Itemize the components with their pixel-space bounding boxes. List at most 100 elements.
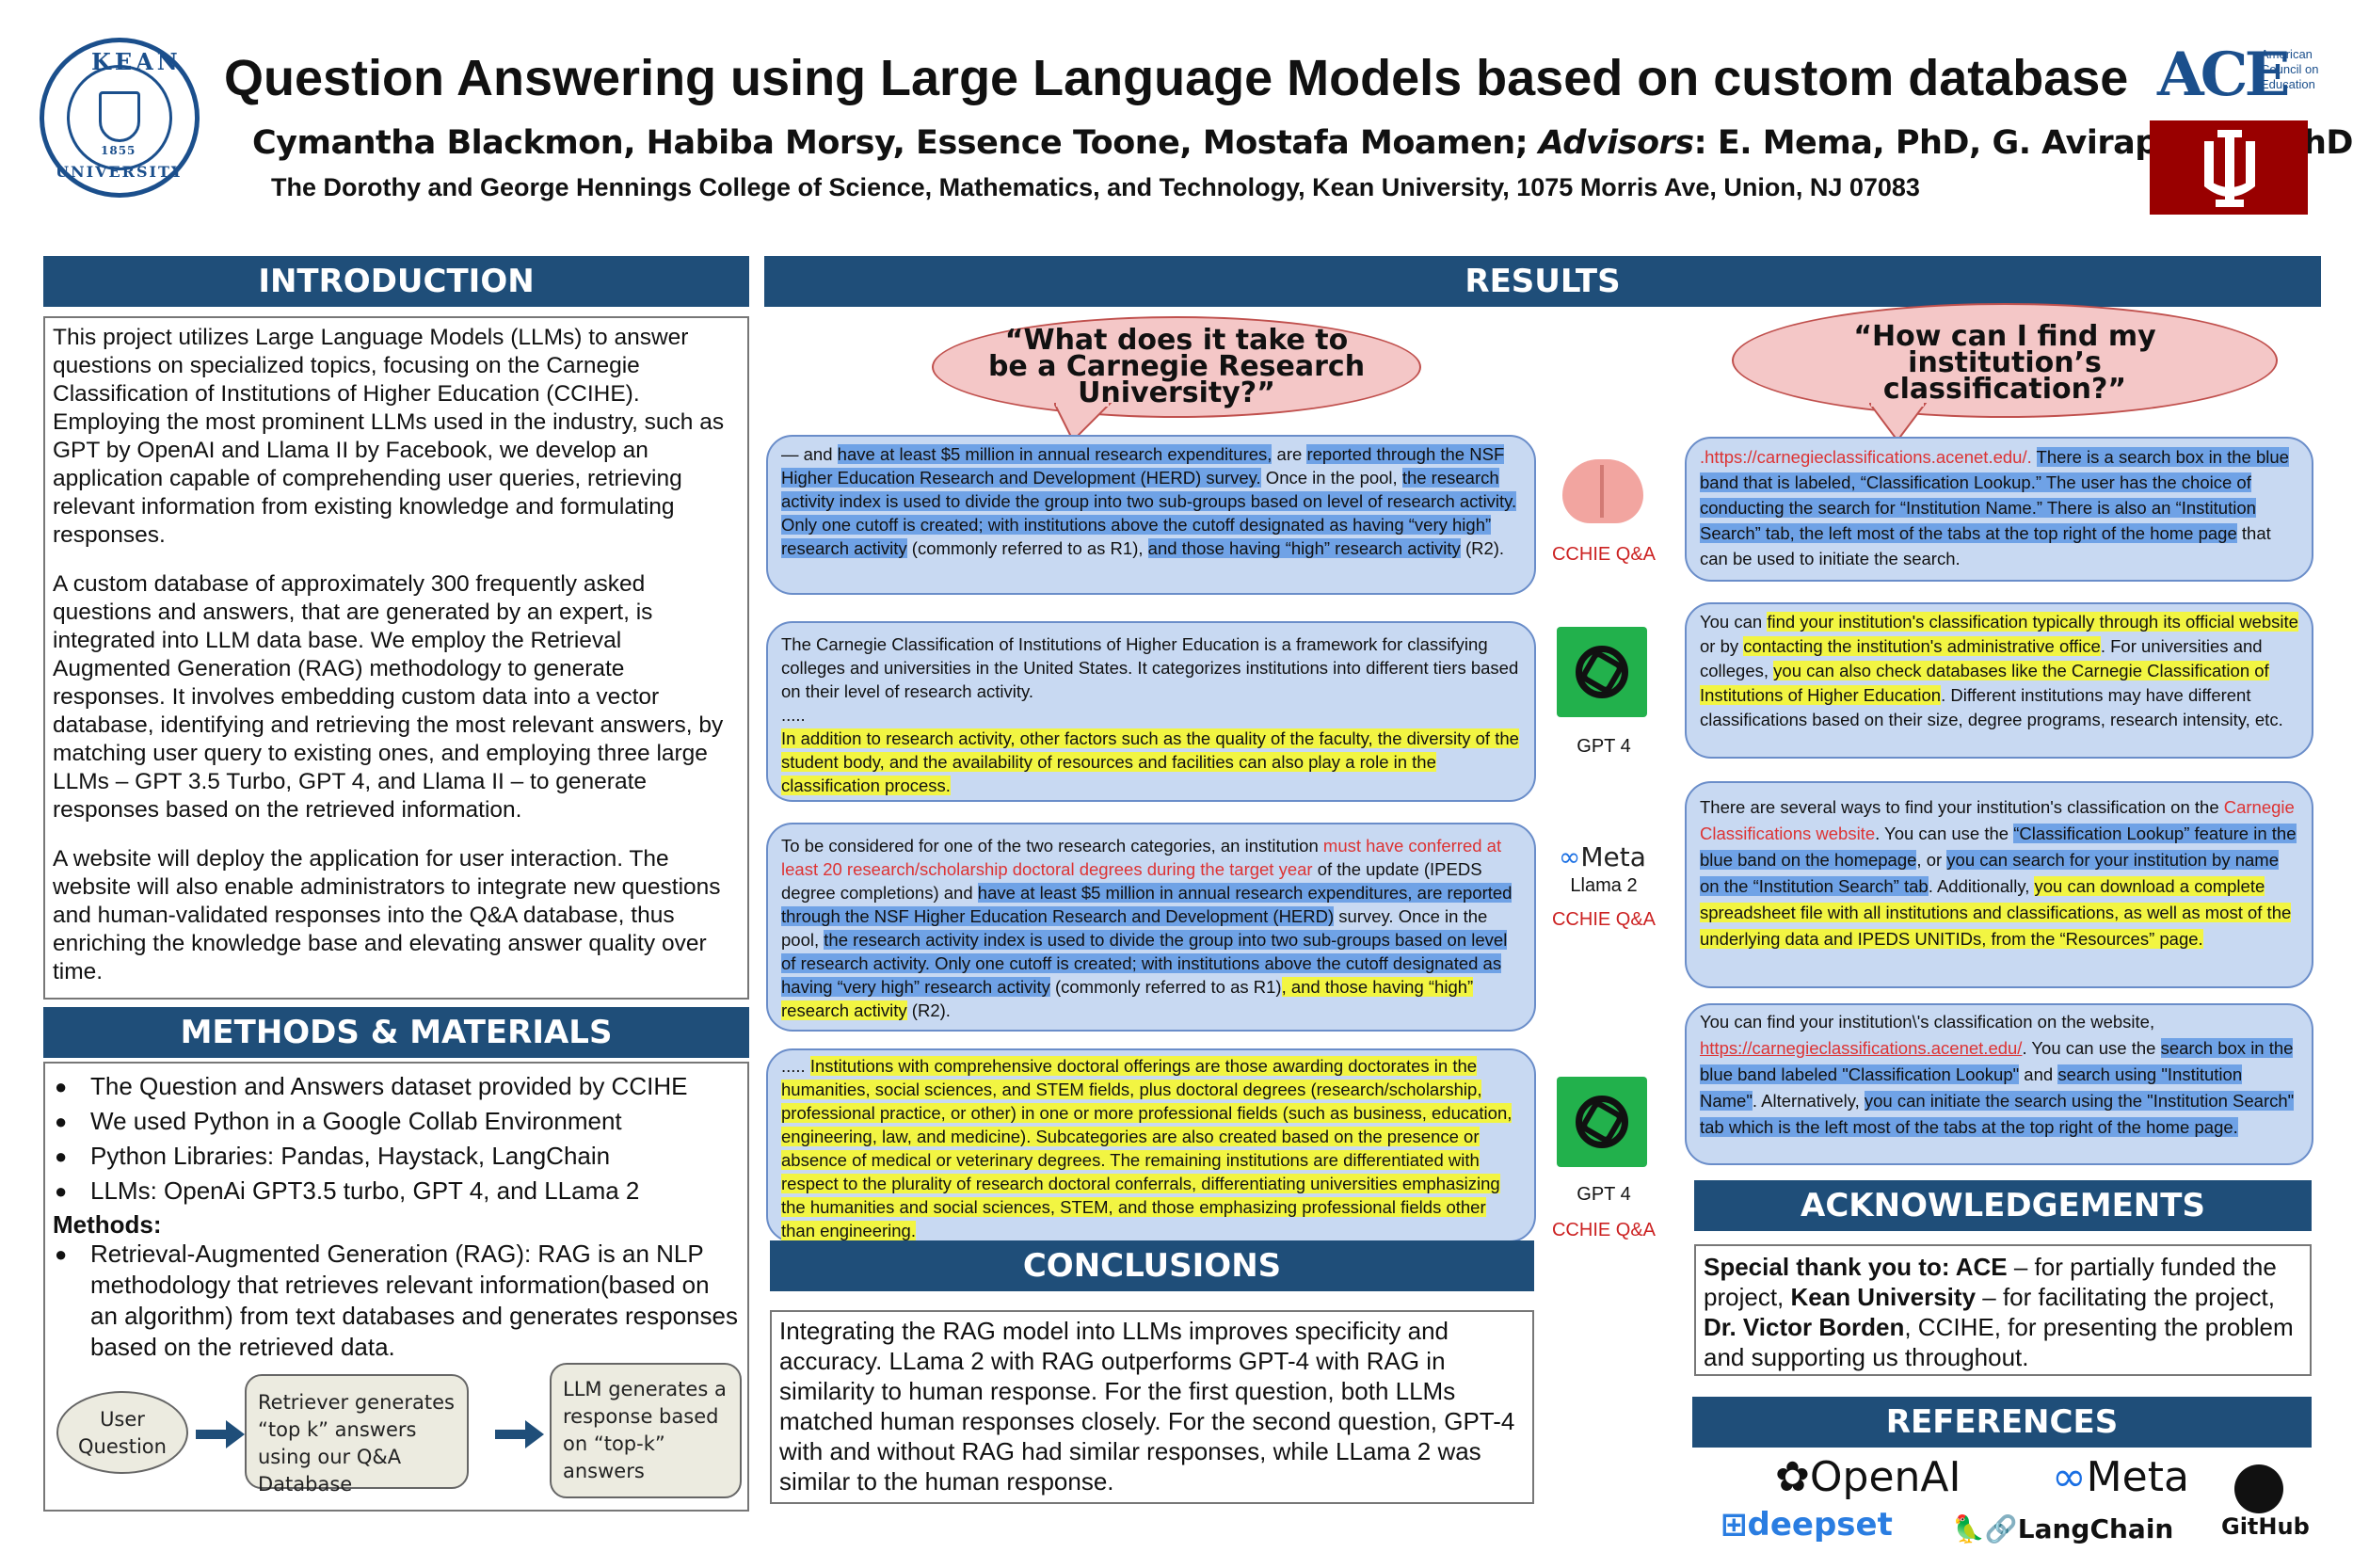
ace-logo-text: American Council on Education <box>2261 47 2319 91</box>
kean-logo-year: 1855 <box>101 144 136 157</box>
conclusions-heading: CONCLUSIONS <box>770 1240 1534 1291</box>
answer-text: of the update (IPEDS degree completions)… <box>781 859 1482 903</box>
langchain-logo: 🦜🔗LangChain <box>1952 1513 2173 1544</box>
flow-step-llm: LLM generates a response based on “top-k… <box>550 1363 742 1498</box>
answer-gpt4-q2: You can find your institution's classifi… <box>1685 602 2313 759</box>
openai-icon: ✿ <box>1775 1453 1810 1501</box>
answer-ccihe-q2: .https://carnegieclassifications.acenet.… <box>1685 437 2313 582</box>
question-bubble-2: “How can I find my institution’s classif… <box>1732 303 2278 418</box>
answer-gpt4-rag-q1: ..... Institutions with comprehensive do… <box>766 1048 1536 1242</box>
answer-text: . Alternatively, <box>1752 1091 1865 1111</box>
ack-text: – for partially funded the project, <box>1704 1253 2277 1311</box>
meta-logo: ∞Meta <box>1559 841 1646 872</box>
highlight-match: and those having “high” research activit… <box>1147 538 1461 558</box>
references-heading: REFERENCES <box>1692 1397 2312 1448</box>
ack-text: – for facilitating the project, <box>1976 1283 2275 1311</box>
results-heading: RESULTS <box>764 256 2321 307</box>
poster-title: Question Answering using Large Language … <box>224 50 2129 106</box>
label-gpt4-1: GPT 4 <box>1577 736 1631 757</box>
kean-university-logo: KEAN UNIVERSITY 1855 <box>40 38 200 198</box>
highlight-match: Institutions with comprehensive doctoral… <box>781 1056 1513 1240</box>
ack-bold: Dr. Victor Borden <box>1704 1313 1905 1341</box>
answer-llama2-q1: To be considered for one of the two rese… <box>766 823 1536 1032</box>
label-ccihe-qa-3: CCHIE Q&A <box>1551 1220 1657 1240</box>
highlight-match: have at least $5 million in annual resea… <box>837 444 1273 464</box>
answer-text: You can <box>1700 612 1768 632</box>
shield-icon <box>99 91 140 142</box>
openai-icon <box>1557 627 1647 717</box>
meta-logo-text: Meta <box>1580 841 1646 872</box>
answer-llama2-q2: There are several ways to find your inst… <box>1685 781 2313 988</box>
arrow-icon <box>495 1420 544 1448</box>
introduction-box: This project utilizes Large Language Mod… <box>43 316 749 1000</box>
answer-text: that can be used to initiate the search. <box>1700 523 2271 568</box>
bubble-tail-icon <box>1054 403 1112 440</box>
label-ccihe-qa-1: CCHIE Q&A <box>1551 544 1657 565</box>
ack-bold: Special thank you to: ACE <box>1704 1253 2008 1281</box>
intro-paragraph-1: This project utilizes Large Language Mod… <box>53 325 725 548</box>
answer-text: The Carnegie Classification of Instituti… <box>781 634 1519 701</box>
arrow-icon <box>196 1420 245 1448</box>
answer-text: (R2). <box>1460 538 1505 558</box>
highlight-match: contacting the institution's administrat… <box>1743 636 2101 656</box>
list-item: We used Python in a Google Collab Enviro… <box>51 1106 742 1137</box>
intro-paragraph-2: A custom database of approximately 300 f… <box>53 571 724 823</box>
indiana-university-logo: IU <box>2150 120 2308 215</box>
highlight-match: the research activity index is used to d… <box>781 930 1508 997</box>
github-octocat-icon <box>2234 1464 2283 1513</box>
answer-text: or by <box>1700 636 1744 656</box>
authors-line: Cymantha Blackmon, Habiba Morsy, Essence… <box>252 124 2353 162</box>
deepset-icon: ⊞ <box>1721 1506 1748 1544</box>
answer-text: There are several ways to find your inst… <box>1700 797 2224 817</box>
highlight-unique: Carnegie Classifications website <box>1700 797 2295 843</box>
label-gpt4-2: GPT 4 <box>1577 1184 1631 1205</box>
answer-text: You can find your institution\'s classif… <box>1700 1012 2155 1032</box>
deepset-logo-text: deepset <box>1747 1506 1893 1544</box>
answer-text: . You can use the <box>1875 824 2014 843</box>
brain-icon <box>1562 459 1643 523</box>
bubble-tail-icon <box>1869 403 1928 440</box>
flow-step-retriever: Retriever generates “top k” answers usin… <box>245 1374 469 1496</box>
ace-logo-mark: ACE <box>2157 40 2290 110</box>
kean-logo-subtext: UNIVERSITY <box>56 163 184 181</box>
introduction-heading: INTRODUCTION <box>43 256 749 307</box>
answer-url: .https://carnegieclassifications.acenet.… <box>1700 447 2037 467</box>
question-bubble-1: “What does it take to be a Carnegie Rese… <box>932 316 1421 418</box>
conclusions-text: Integrating the RAG model into LLMs impr… <box>770 1310 1534 1504</box>
authors-names: Cymantha Blackmon, Habiba Morsy, Essence… <box>252 124 1529 162</box>
answer-text: . You can use the <box>2022 1038 2161 1058</box>
highlight-match: find your institution's classification t… <box>1767 612 2298 632</box>
iu-trident-icon <box>2204 130 2255 207</box>
answer-text: . Additionally, <box>1928 876 2035 896</box>
list-item: Python Libraries: Pandas, Haystack, Lang… <box>51 1141 742 1172</box>
label-llama2: Llama 2 <box>1570 875 1638 896</box>
answer-text: — and <box>781 444 838 464</box>
methods-label: Methods: <box>53 1210 162 1239</box>
answer-link[interactable]: https://carnegieclassifications.acenet.e… <box>1700 1038 2023 1058</box>
answer-ellipsis: ..... <box>781 1056 810 1076</box>
materials-list: The Question and Answers dataset provide… <box>51 1071 742 1207</box>
affiliation: The Dorothy and George Hennings College … <box>271 173 1920 201</box>
meta-infinity-icon: ∞ <box>2052 1453 2087 1501</box>
meta-infinity-icon: ∞ <box>1559 841 1581 872</box>
answer-text: are <box>1272 444 1307 464</box>
meta-reference-text: Meta <box>2086 1453 2189 1501</box>
list-item: LLMs: OpenAi GPT3.5 turbo, GPT 4, and LL… <box>51 1176 742 1207</box>
ack-bold: Kean University <box>1790 1283 1977 1311</box>
list-item: The Question and Answers dataset provide… <box>51 1071 742 1102</box>
answer-text: , or <box>1916 850 1947 870</box>
answer-gpt4-q1: The Carnegie Classification of Instituti… <box>766 621 1536 802</box>
acknowledgements-heading: ACKNOWLEDGEMENTS <box>1694 1180 2312 1231</box>
highlight-unique: must have conferred at least 20 research… <box>781 836 1502 879</box>
meta-reference-logo: ∞Meta <box>2052 1453 2189 1501</box>
advisors-label: Advisors <box>1538 124 1694 162</box>
github-logo-text: GitHub <box>2221 1513 2310 1540</box>
answer-text: To be considered for one of the two rese… <box>781 836 1323 856</box>
answer-text: Once in the pool, <box>1260 468 1402 488</box>
answer-gpt4-rag-q2: You can find your institution\'s classif… <box>1685 1003 2313 1165</box>
openai-icon <box>1557 1077 1647 1167</box>
answer-ccihe-q1: — and have at least $5 million in annual… <box>766 435 1536 595</box>
answer-text: . For universities and colleges, <box>1700 636 2263 680</box>
openai-logo-text: OpenAI <box>1809 1453 1961 1501</box>
langchain-logo-text: LangChain <box>2017 1513 2174 1544</box>
